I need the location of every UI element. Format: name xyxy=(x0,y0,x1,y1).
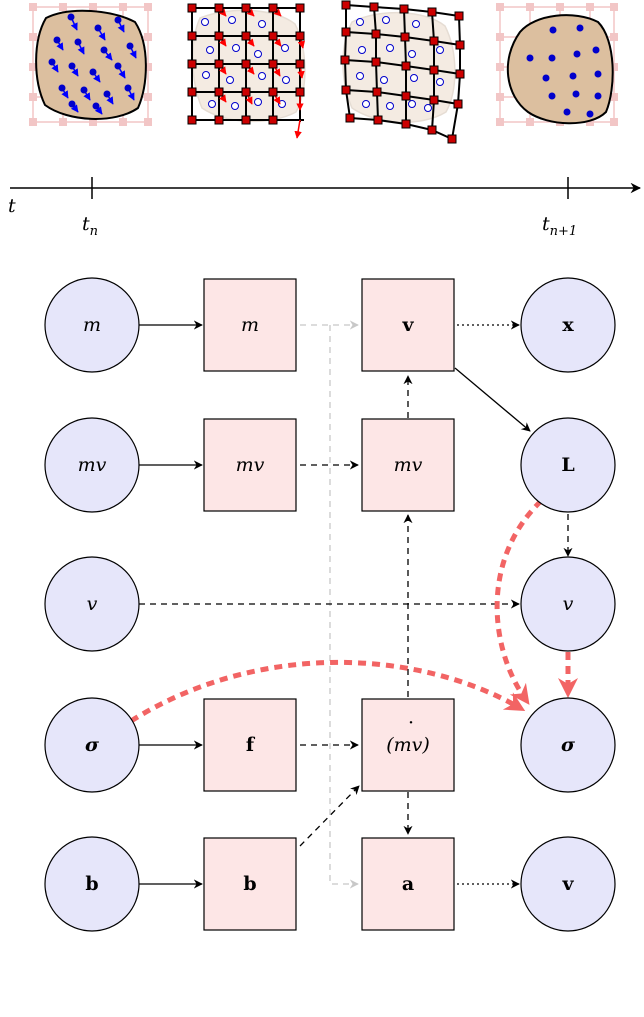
out-velocity-node: v xyxy=(520,836,616,932)
particle-stress-node: σ xyxy=(44,697,140,793)
particle-volume-node: v xyxy=(44,556,140,652)
grid-body-force-label: b xyxy=(243,873,256,895)
illustration-updated-particles xyxy=(496,3,618,126)
particle-momentum-label: mv xyxy=(78,454,107,476)
arrow-velocity-to-gradient xyxy=(454,367,531,432)
time-axis: t tn tn+1 xyxy=(8,177,642,239)
highlight-gradient-to-stress xyxy=(494,499,543,705)
grid-momentum-rate-label: (mv) xyxy=(386,734,430,756)
particle-body-force-node: b xyxy=(44,836,140,932)
particle-stress-label: σ xyxy=(85,734,100,756)
arrow-body-force-to-rate xyxy=(299,785,360,847)
out-volume-node: v xyxy=(520,556,616,652)
out-velocity-gradient-label: L xyxy=(561,454,574,476)
grid-acceleration-label: a xyxy=(402,873,414,895)
grid-momentum-updated-node: mv xyxy=(361,418,455,512)
grid-internal-force-label: f xyxy=(246,734,256,756)
illustration-grid-update xyxy=(187,3,306,139)
illustration-deformed-grid xyxy=(340,0,465,144)
grid-acceleration-node: a xyxy=(361,837,455,931)
particle-mass-node: m xyxy=(44,277,140,373)
out-velocity-gradient-node: L xyxy=(520,417,616,513)
particle-momentum-node: mv xyxy=(44,417,140,513)
grid-body-force-node: b xyxy=(203,837,297,931)
grid-velocity-label: v xyxy=(401,314,414,336)
grid-mass-node: m xyxy=(203,278,297,372)
out-stress-node: σ xyxy=(520,697,616,793)
grid-momentum-rate-node: (mv) · xyxy=(361,698,455,792)
connections xyxy=(129,320,578,889)
out-position-label: x xyxy=(562,314,574,336)
time-axis-label: t xyxy=(8,195,16,217)
time-derivative-dot: · xyxy=(408,712,414,734)
grid-momentum-updated-label: mv xyxy=(394,454,423,476)
out-stress-label: σ xyxy=(561,734,576,756)
particle-body-force-label: b xyxy=(85,873,98,895)
out-position-node: x xyxy=(520,277,616,373)
grid-momentum-node: mv xyxy=(203,418,297,512)
particle-volume-label: v xyxy=(87,593,98,615)
grid-mass-label: m xyxy=(241,314,259,336)
highlight-stress-history xyxy=(129,659,526,724)
grid-velocity-node: v xyxy=(361,278,455,372)
out-velocity-label: v xyxy=(561,873,574,895)
out-volume-label: v xyxy=(563,593,574,615)
grid-momentum-label: mv xyxy=(236,454,265,476)
grid-internal-force-node: f xyxy=(203,698,297,792)
illustration-particle-to-grid xyxy=(29,3,152,126)
arrow-grid-mass-to-acceleration xyxy=(329,325,359,889)
tick-label-tn: tn xyxy=(82,213,98,239)
tick-label-tn1: tn+1 xyxy=(542,213,577,239)
particle-mass-label: m xyxy=(83,314,101,336)
